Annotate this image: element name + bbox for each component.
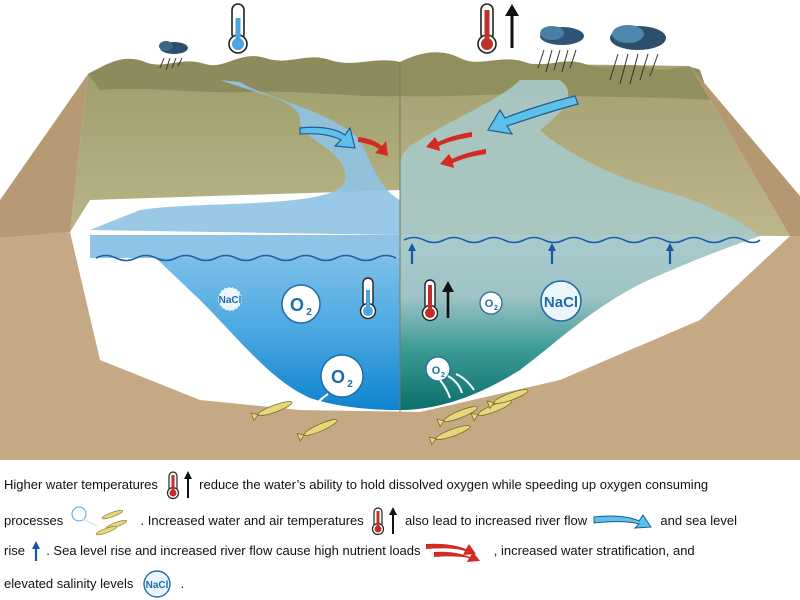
svg-text:NaCl: NaCl: [544, 294, 578, 311]
caption-text: processes: [4, 513, 64, 528]
rain-cloud-icon: [537, 26, 584, 73]
caption-text: also lead to increased river flow: [405, 513, 588, 528]
nutrient-arrow-icon: [426, 132, 472, 151]
oxygen-bubble-icon: O 2: [281, 284, 321, 324]
water-surface-left: [95, 254, 397, 262]
caption-text: , increased water stratification, and: [493, 543, 695, 558]
oxygen-bubble-icon: O 2: [320, 354, 364, 398]
water-surface-right: [403, 236, 761, 244]
svg-text:O: O: [331, 367, 345, 387]
mountains-right: [400, 52, 710, 100]
caption-line-4: elevated salinity levels NaCl .: [4, 570, 184, 598]
svg-text:2: 2: [306, 307, 312, 318]
svg-text:NaCl: NaCl: [219, 295, 242, 306]
river-left: [90, 80, 400, 235]
caption-text: rise: [4, 543, 25, 558]
water-section-right: [400, 235, 760, 410]
rain-cloud-icon: [159, 41, 188, 71]
fish-icon: [428, 425, 471, 446]
nutrient-arrow-icon: [358, 137, 388, 156]
svg-text:NaCl: NaCl: [146, 580, 169, 591]
salt-bubble-icon: NaCl: [143, 570, 171, 598]
mountains-left: [88, 56, 400, 97]
fish-icon: [296, 419, 338, 442]
soil-left-face: [0, 74, 88, 238]
caption-text: reduce the water’s ability to hold disso…: [199, 477, 709, 492]
rain-cloud-icon: [609, 25, 666, 85]
river-right: [400, 80, 760, 236]
thermometer-hot-icon: [421, 279, 439, 322]
estuary-illustration: NaCl O 2 O 2 O 2 NaCl O 2: [0, 3, 800, 460]
nutrient-arrow-icon: [426, 543, 481, 562]
caption-text: .: [180, 576, 185, 591]
caption-text: Higher water temperatures: [4, 477, 158, 492]
caption-line-2: processes . Increased water and air temp…: [4, 506, 737, 536]
up-arrow-icon: [505, 4, 519, 48]
river-flow-arrow-icon: [487, 95, 579, 135]
caption-text: and sea level: [660, 513, 737, 528]
caption-line-3: rise . Sea level rise and increased rive…: [4, 540, 695, 562]
fish-icon: [436, 406, 478, 428]
oxygen-bubble-icon: O 2: [425, 356, 451, 382]
sea-level-arrow-icon: [548, 243, 556, 264]
soil-front: [0, 232, 800, 460]
soil-right-face: [690, 66, 800, 236]
svg-text:2: 2: [441, 372, 445, 379]
sea-level-arrow-icon: [408, 243, 416, 264]
svg-text:2: 2: [494, 305, 498, 312]
water-section-left: [90, 235, 400, 410]
thermometer-cold-icon: [228, 3, 248, 54]
caption-text: . Sea level rise and increased river flo…: [46, 543, 421, 558]
fish-icon: [250, 401, 293, 422]
nutrient-arrow-icon: [440, 149, 486, 168]
thermometer-hot-icon: [166, 471, 192, 500]
land-left: [70, 62, 400, 232]
fish-icon: [486, 389, 529, 410]
thermometer-hot-icon: [477, 3, 497, 54]
river-flow-arrow-icon: [299, 126, 356, 149]
up-arrow-icon: [442, 281, 454, 318]
caption-text: elevated salinity levels: [4, 576, 134, 591]
sea-level-arrow-icon: [666, 243, 674, 264]
caption-line-1: Higher water temperatures reduce the wat…: [4, 470, 708, 500]
oxygen-consumption-icon: [71, 506, 127, 536]
river-flow-arrow-icon: [593, 514, 652, 529]
fish-icon: [470, 400, 512, 422]
thermometer-hot-icon: [372, 507, 398, 536]
oxygen-bubble-icon: O 2: [479, 291, 503, 315]
svg-text:2: 2: [347, 379, 353, 390]
salt-bubble-icon: NaCl: [540, 280, 582, 322]
salt-bubble-icon: NaCl: [217, 286, 243, 312]
thermometer-cold-icon: [359, 277, 377, 320]
caption-text: . Increased water and air temperatures: [140, 513, 364, 528]
svg-text:O: O: [432, 365, 441, 377]
svg-text:O: O: [290, 295, 304, 315]
svg-text:O: O: [485, 298, 494, 310]
sea-level-arrow-icon: [31, 541, 40, 561]
